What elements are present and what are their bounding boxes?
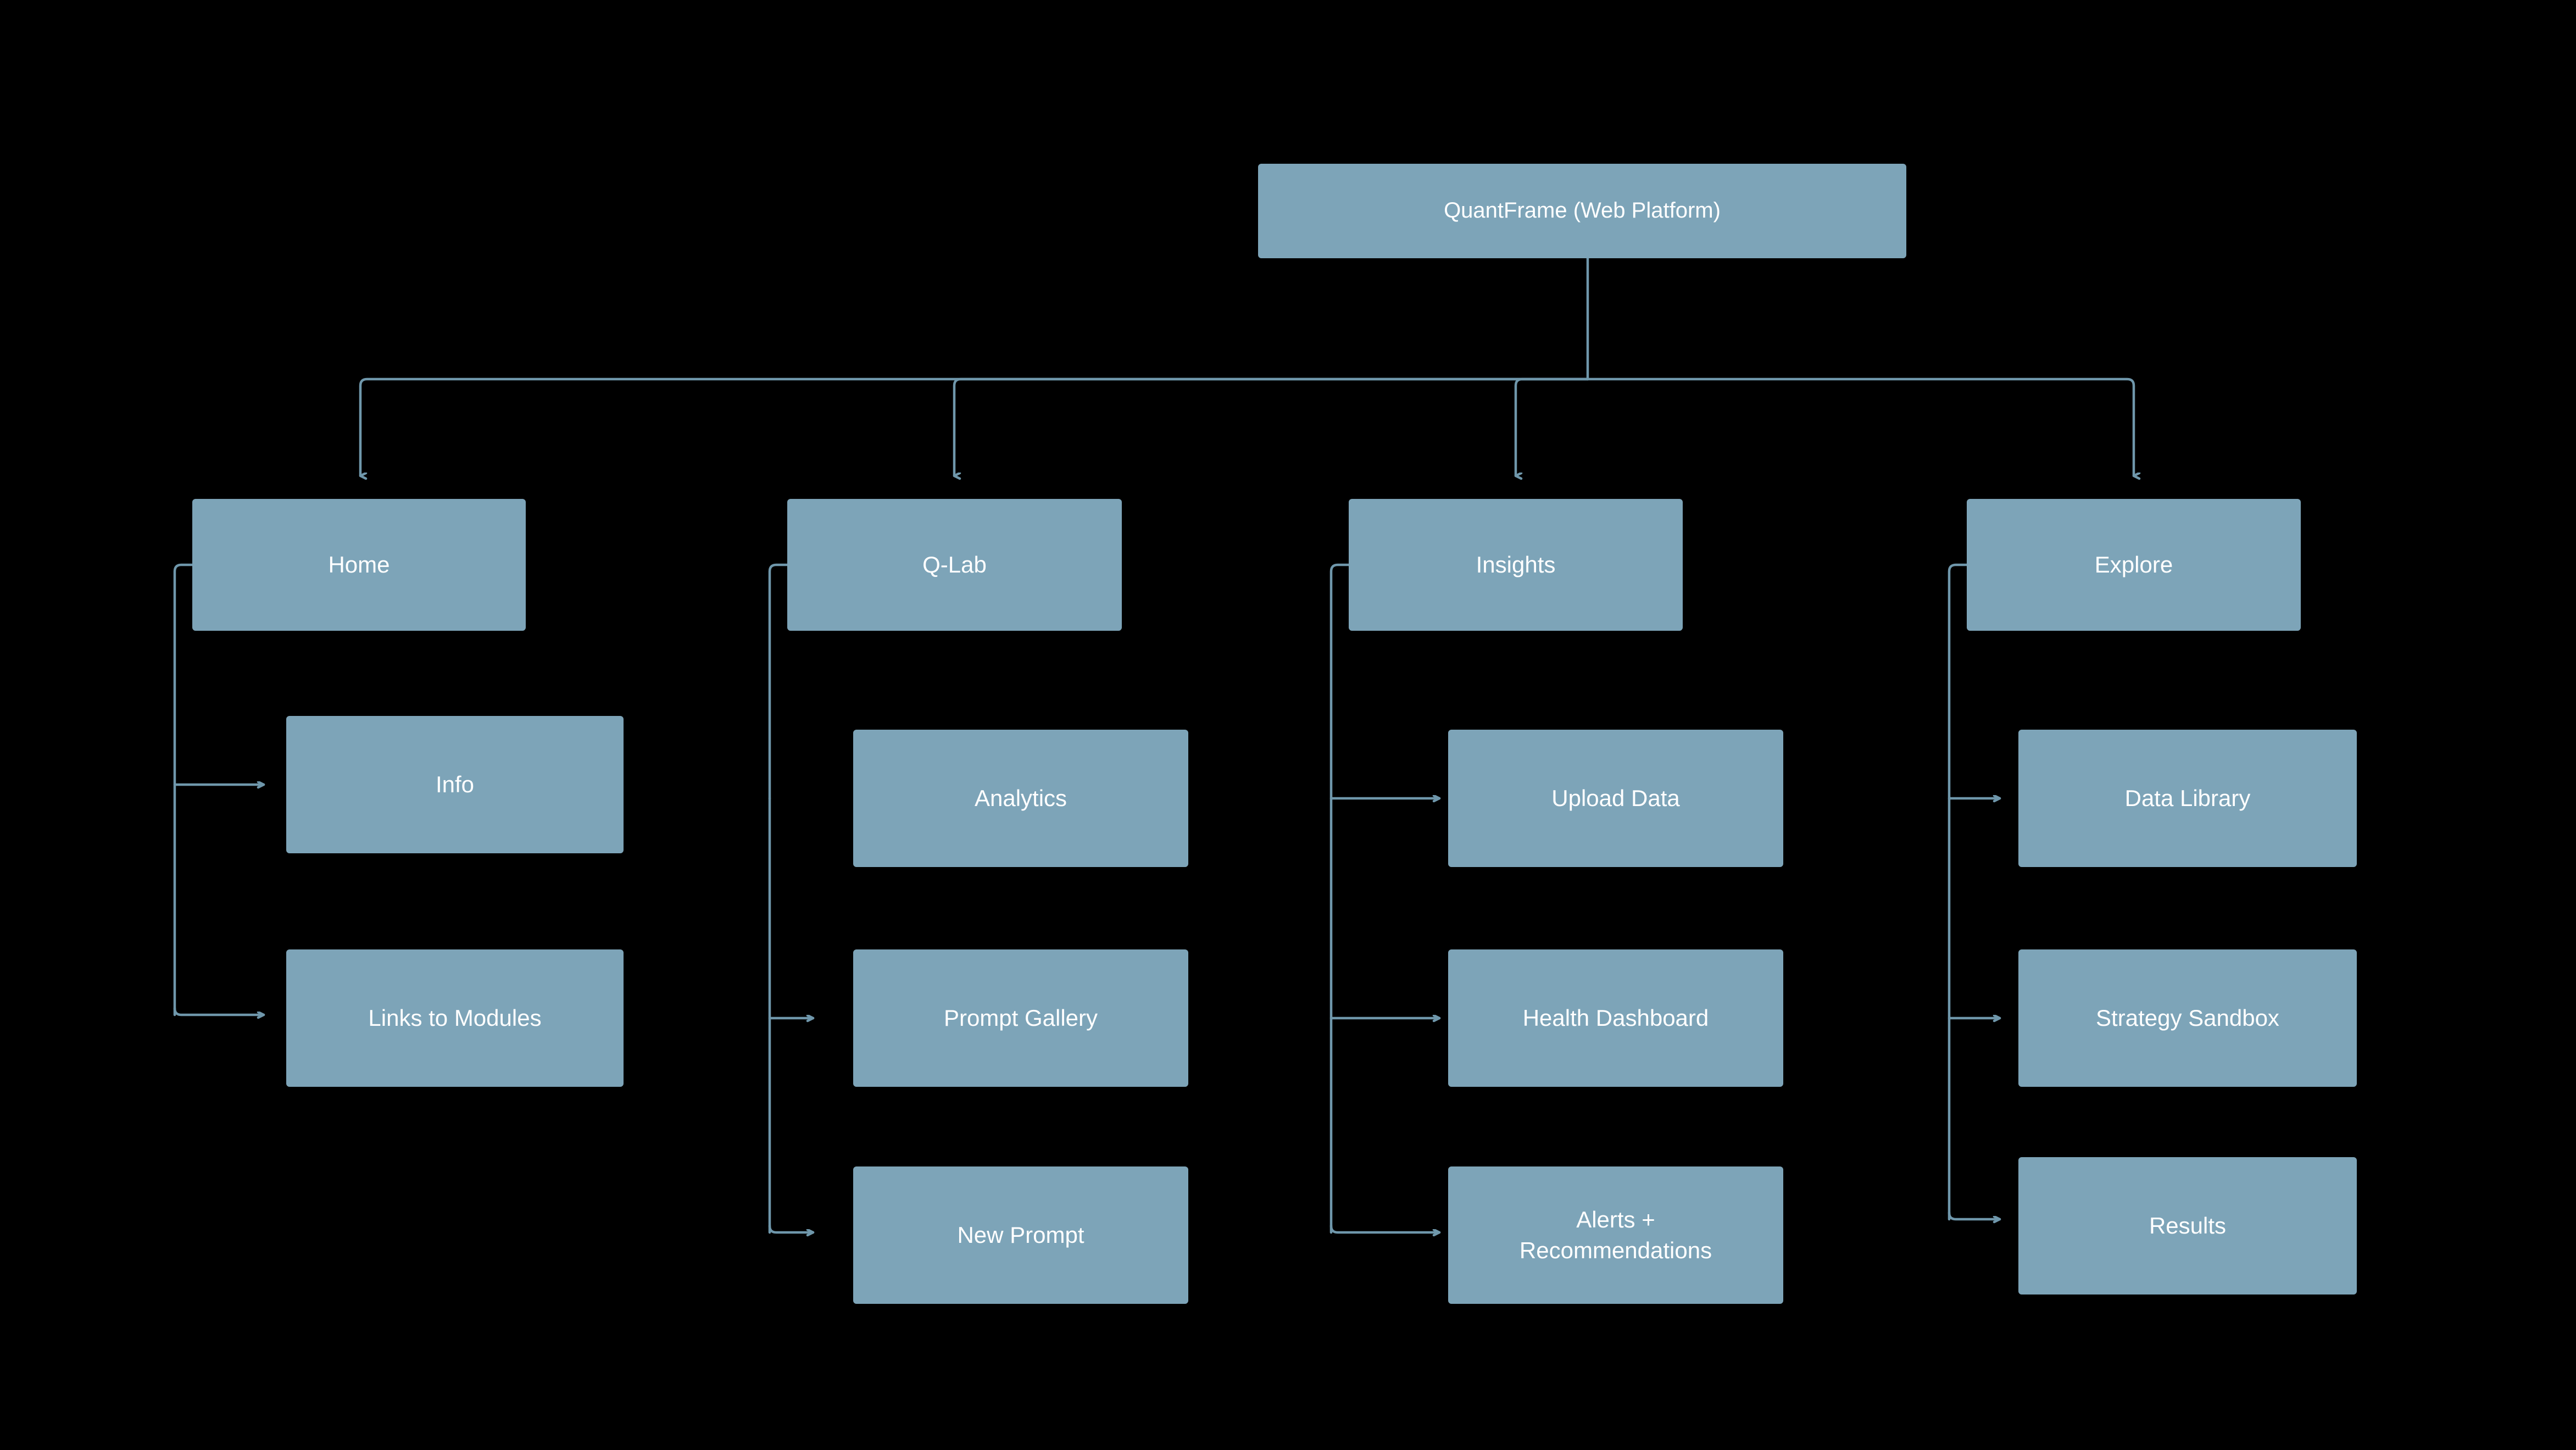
node-root[interactable]: QuantFrame (Web Platform)	[1258, 164, 1906, 258]
node-explore-results[interactable]: Results	[2018, 1157, 2357, 1295]
node-insights-health-dashboard-label: Health Dashboard	[1522, 1004, 1709, 1031]
node-insights-alerts-recommendations[interactable]: Alerts + Recommendations	[1448, 1166, 1783, 1304]
node-root-label: QuantFrame (Web Platform)	[1444, 198, 1721, 223]
node-home-links-to-modules-label: Links to Modules	[368, 1004, 542, 1031]
node-explore-strategy-sandbox[interactable]: Strategy Sandbox	[2018, 949, 2357, 1087]
edge-explore-trunk	[1948, 563, 1968, 1221]
node-section-q-lab-label: Q-Lab	[922, 551, 987, 577]
node-insights-alerts-recommendations-label: Alerts + Recommendations	[1519, 1206, 1712, 1263]
node-qlab-analytics[interactable]: Analytics	[853, 730, 1188, 867]
node-home-links-to-modules[interactable]: Links to Modules	[286, 949, 624, 1087]
node-section-explore[interactable]: Explore	[1967, 499, 2301, 631]
node-qlab-new-prompt[interactable]: New Prompt	[853, 1166, 1188, 1304]
edge-home-links	[173, 1007, 265, 1015]
node-qlab-analytics-label: Analytics	[974, 785, 1067, 811]
edge-bus-explore	[1586, 377, 2134, 476]
node-section-home-label: Home	[328, 551, 390, 577]
node-qlab-prompt-gallery[interactable]: Prompt Gallery	[853, 949, 1188, 1087]
node-insights-upload-data-label: Upload Data	[1551, 785, 1680, 811]
edge-home-trunk	[173, 563, 194, 1016]
node-explore-data-library[interactable]: Data Library	[2018, 730, 2357, 867]
edge-qlab-trunk	[768, 563, 789, 1234]
node-qlab-new-prompt-label: New Prompt	[957, 1221, 1084, 1248]
edge-bus-qlab	[953, 377, 1589, 476]
node-section-home[interactable]: Home	[192, 499, 526, 631]
node-insights-health-dashboard[interactable]: Health Dashboard	[1448, 949, 1783, 1087]
node-section-insights-label: Insights	[1476, 551, 1556, 577]
edge-insights-alerts	[1329, 1224, 1441, 1232]
node-explore-strategy-sandbox-label: Strategy Sandbox	[2096, 1004, 2279, 1031]
edge-qlab-newprompt	[768, 1224, 815, 1232]
node-explore-data-library-label: Data Library	[2124, 785, 2251, 811]
edge-bus-home	[359, 377, 1589, 476]
edge-insights-trunk	[1329, 563, 1350, 1234]
node-qlab-prompt-gallery-label: Prompt Gallery	[943, 1004, 1098, 1031]
node-home-info[interactable]: Info	[286, 716, 624, 853]
node-section-insights[interactable]: Insights	[1349, 499, 1683, 631]
node-insights-upload-data[interactable]: Upload Data	[1448, 730, 1783, 867]
node-section-explore-label: Explore	[2094, 551, 2173, 577]
node-home-info-label: Info	[435, 771, 475, 797]
edge-explore-results	[1948, 1211, 2001, 1219]
node-section-q-lab[interactable]: Q-Lab	[787, 499, 1122, 631]
edge-bus-insights	[1514, 377, 1589, 476]
node-explore-results-label: Results	[2149, 1212, 2227, 1238]
